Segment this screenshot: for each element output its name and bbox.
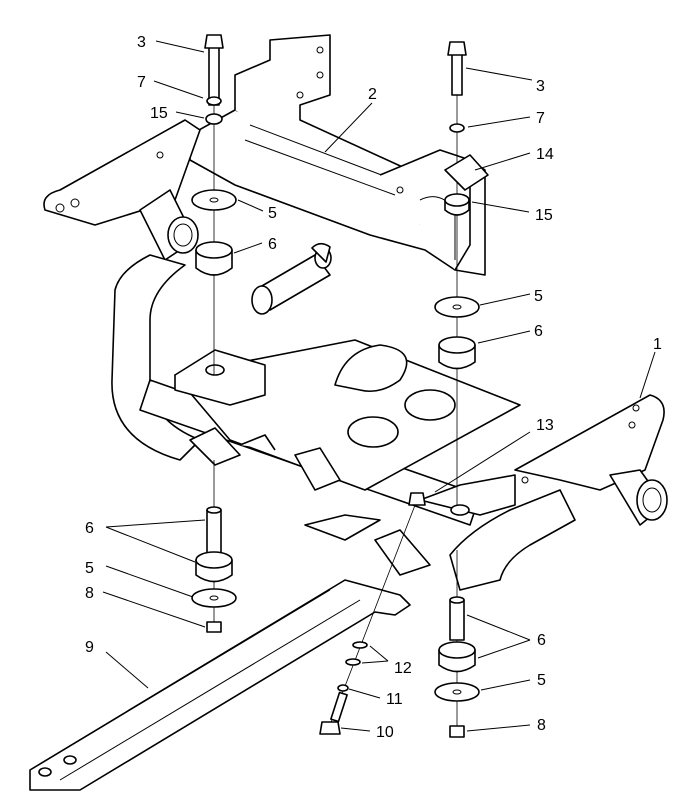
callout-12: 12 [394, 660, 412, 677]
callout-15-left: 15 [150, 105, 168, 122]
callout-5-upper-left: 5 [268, 205, 277, 222]
leader-lines [102, 40, 656, 732]
callout-7-right: 7 [536, 110, 545, 127]
callout-labels: 1 2 3 3 5 5 5 5 6 6 6 6 7 7 8 8 9 10 11 … [85, 34, 662, 741]
callout-6-lower-right: 6 [537, 632, 546, 649]
callout-11: 11 [386, 691, 403, 708]
callout-3-right: 3 [536, 78, 545, 95]
callout-7-left: 7 [137, 74, 146, 91]
callout-15-right: 15 [535, 207, 553, 224]
callout-6-lower-left: 6 [85, 520, 94, 537]
callout-2: 2 [368, 86, 377, 103]
callout-14: 14 [536, 146, 554, 163]
upper-mounting-bracket [189, 34, 486, 276]
callout-5-lower-right: 5 [537, 672, 546, 689]
callout-10: 10 [376, 724, 394, 741]
callout-5-lower-left: 5 [85, 560, 94, 577]
callout-6-upper-right: 6 [534, 323, 543, 340]
callout-8-left: 8 [85, 585, 94, 602]
side-rail [29, 579, 411, 791]
callout-8-right: 8 [537, 717, 546, 734]
rail-bolt-stack [319, 492, 426, 735]
hose-tube [251, 247, 332, 315]
callout-13: 13 [536, 417, 554, 434]
callout-3-left: 3 [137, 34, 146, 51]
right-lower-hardware-stack [434, 550, 480, 738]
callout-5-upper-right: 5 [534, 288, 543, 305]
callout-9: 9 [85, 639, 94, 656]
main-frame [43, 119, 668, 591]
right-upper-hardware-stack [434, 41, 480, 505]
callout-1: 1 [653, 336, 662, 353]
hose-clamp [311, 154, 489, 263]
callout-6-upper-left: 6 [268, 236, 277, 253]
left-lower-hardware-stack [191, 460, 237, 633]
left-upper-hardware-stack [191, 34, 237, 375]
